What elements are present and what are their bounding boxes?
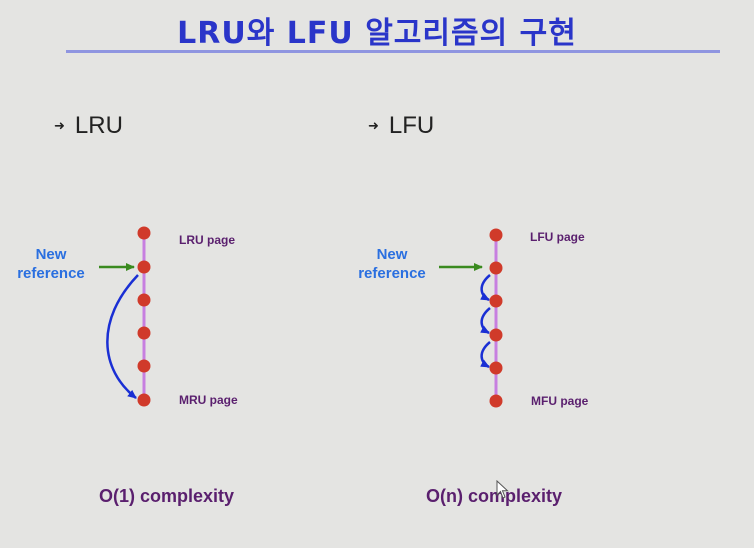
lfu-new-reference-label: New reference — [358, 246, 426, 282]
lru-heading: ➜ LRU — [54, 112, 123, 140]
lru-new-reference-label: New reference — [17, 246, 85, 282]
lru-stack — [99, 226, 151, 407]
lfu-heading: ➜ LFU — [368, 112, 434, 140]
arrow-bullet-icon: ➜ — [54, 118, 65, 133]
lfu-bottom-label: MFU page — [531, 394, 589, 408]
lru-node — [137, 326, 151, 340]
lfu-node — [489, 328, 503, 342]
arrow-bullet-icon: ➜ — [368, 118, 379, 133]
lfu-step-arrow — [480, 307, 491, 335]
lru-node — [137, 393, 151, 407]
lfu-stack — [439, 228, 503, 408]
lfu-node — [489, 228, 503, 242]
title-underline — [66, 50, 720, 53]
mouse-cursor-icon — [496, 480, 509, 499]
lru-move-arrow — [106, 274, 139, 399]
lru-node — [137, 293, 151, 307]
lfu-step-arrow — [480, 341, 491, 369]
lfu-complexity: O(n) complexity — [426, 486, 563, 506]
lru-complexity: O(1) complexity — [99, 486, 235, 506]
lfu-heading-text: LFU — [388, 112, 435, 139]
lfu-node — [489, 294, 503, 308]
slide-title: LRU와 LFU 알고리즘의 구현 — [177, 16, 577, 51]
lru-heading-text: LRU — [74, 112, 123, 139]
lru-node — [137, 226, 151, 240]
lfu-node — [489, 394, 503, 408]
lru-top-label: LRU page — [179, 233, 236, 247]
lru-node — [137, 260, 151, 274]
lfu-node — [489, 361, 503, 375]
lfu-top-label: LFU page — [530, 230, 585, 244]
lru-node — [137, 359, 151, 373]
lru-bottom-label: MRU page — [179, 393, 238, 407]
lfu-step-arrow — [480, 274, 491, 302]
lfu-node — [489, 261, 503, 275]
